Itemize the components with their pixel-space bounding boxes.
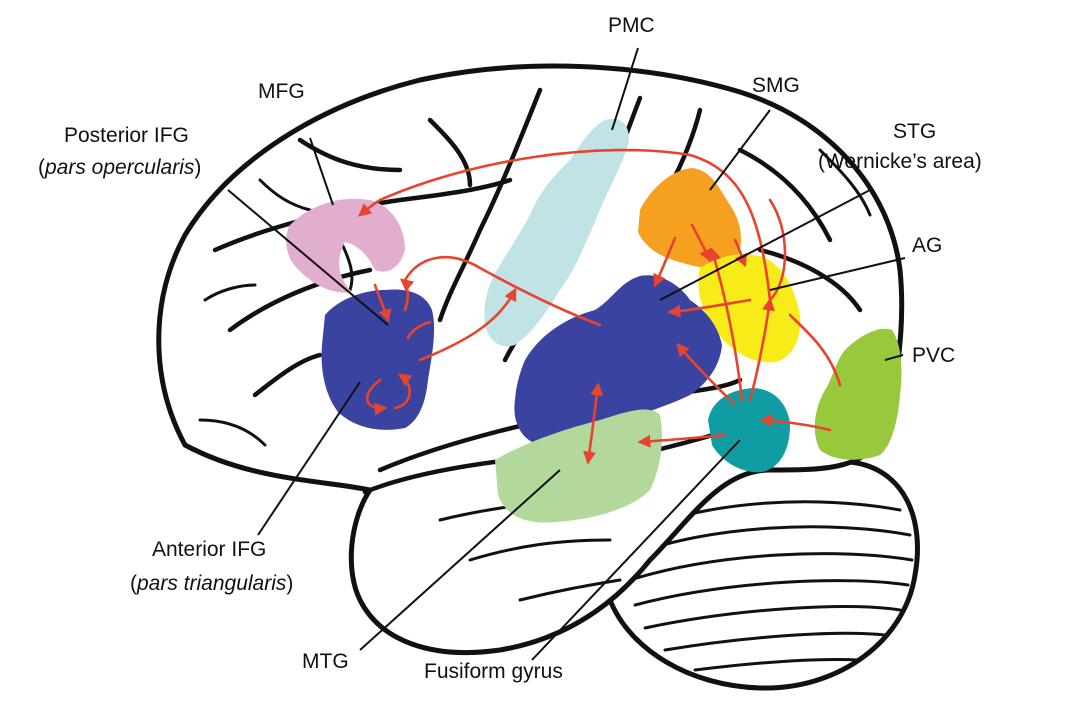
arrow-ifg-to-stg-posterior — [406, 320, 432, 340]
arrow-fusiform-to-smg — [708, 247, 744, 402]
arrow-smg-down-left — [653, 236, 677, 288]
arrow-ifg-loop-left — [366, 378, 388, 416]
arrow-ifg-loop-right — [393, 373, 413, 410]
label-mtg: MTG — [302, 650, 349, 673]
arrow-fusiform-to-ag — [748, 297, 775, 402]
label-wernicke: (Wernicke’s area) — [818, 150, 982, 173]
arrow-ag-up-loop — [768, 198, 787, 302]
arrow-smg-ag — [733, 238, 747, 268]
arrow-ifg-up — [400, 278, 415, 312]
smg-region — [638, 168, 742, 269]
arrow-ifg-to-pmc — [418, 287, 517, 362]
ag-region — [698, 254, 801, 363]
arrow-mtg-stg — [583, 382, 604, 465]
connection-arrows — [358, 148, 842, 465]
label-pmc: PMC — [608, 14, 655, 37]
label-ag: AG — [912, 234, 942, 257]
pvc-region — [814, 328, 902, 460]
arrow-fusiform-to-stg — [676, 343, 737, 407]
label-fusiform-gyrus: Fusiform gyrus — [424, 660, 563, 683]
arrow-ifg-down-into — [373, 283, 392, 323]
leader-lines — [227, 47, 906, 661]
stg-wernicke-region — [514, 275, 722, 445]
arrow-ifg-to-stg — [403, 255, 602, 327]
label-mfg: MFG — [258, 80, 305, 103]
label-pars-opercularis: (pars opercularis) — [38, 156, 201, 179]
label-posterior-ifg: Posterior IFG — [64, 124, 189, 147]
arrow-pvc-to-fusiform — [759, 414, 832, 432]
arrow-fusiform-to-mtg — [637, 433, 727, 448]
label-pars-triangularis: (pars triangularis) — [130, 572, 293, 595]
label-smg: SMG — [752, 74, 800, 97]
ifg-region — [321, 289, 435, 430]
arrow-to-mfg-long — [358, 148, 772, 302]
arrow-ag-to-stg — [667, 298, 752, 318]
mtg-region — [495, 409, 662, 523]
label-anterior-ifg: Anterior IFG — [152, 538, 266, 561]
arrow-pvc-up — [788, 313, 842, 387]
mfg-region — [286, 198, 405, 293]
label-pvc: PVC — [912, 344, 955, 367]
label-stg: STG — [893, 120, 936, 143]
